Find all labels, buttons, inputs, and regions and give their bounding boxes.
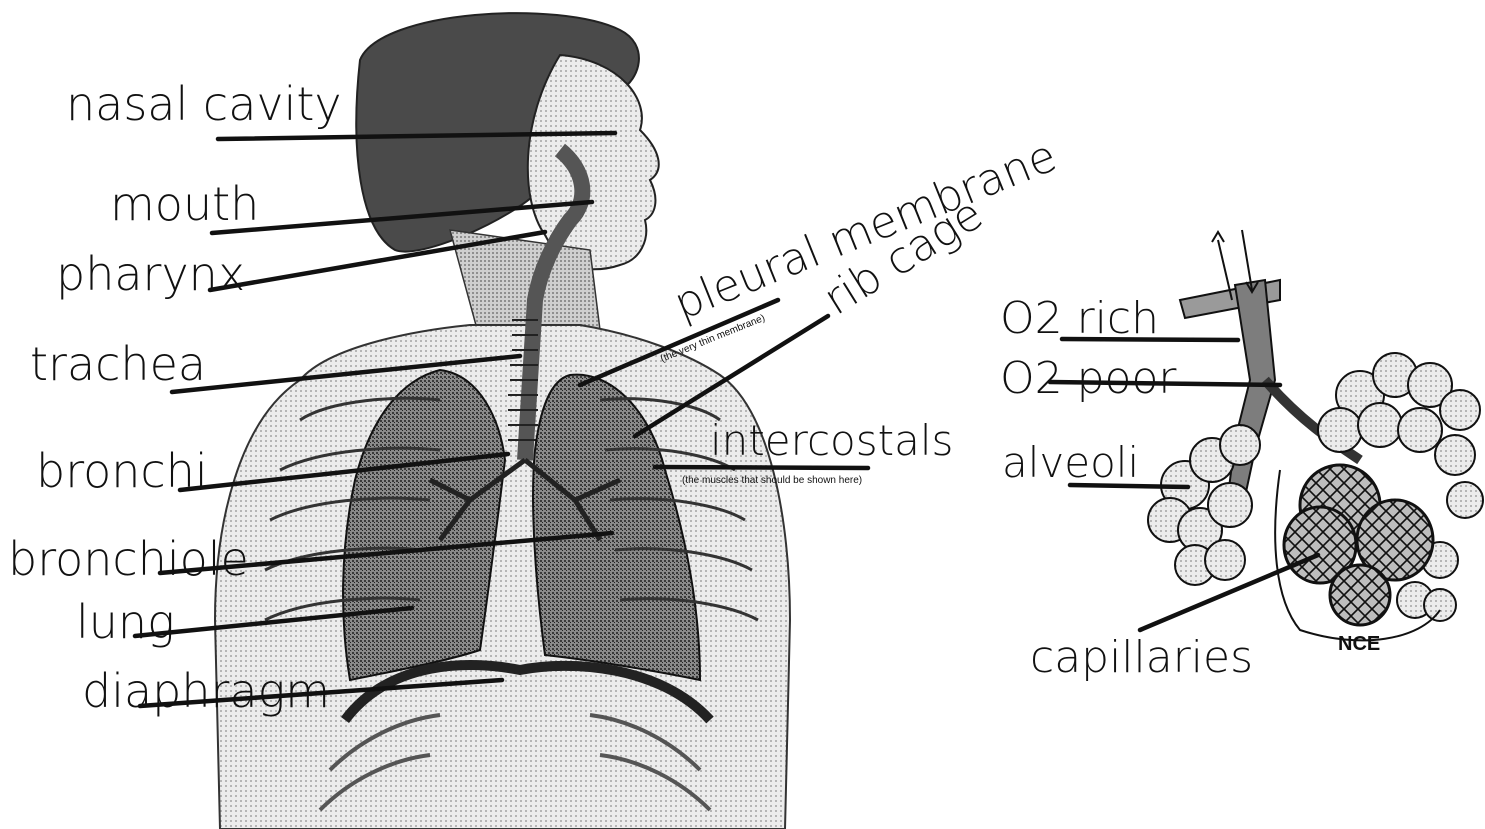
- torso: [215, 325, 790, 829]
- watermark-fragment: NCE: [1338, 633, 1380, 655]
- leader-o2-poor: [1050, 382, 1280, 385]
- face: [528, 55, 659, 269]
- leader-alveoli: [1070, 485, 1188, 487]
- alveolus-cluster-left: [1148, 425, 1260, 585]
- alveoli-illustration: NCE: [1148, 230, 1483, 655]
- label-capillaries: capillaries: [1030, 632, 1253, 683]
- label-o2-rich: O2 rich: [1000, 293, 1159, 344]
- label-pharynx: pharynx: [56, 247, 245, 301]
- label-diaphragm: diaphragm: [82, 664, 330, 718]
- label-o2-poor: O2 poor: [1000, 353, 1177, 404]
- label-intercostals: intercostals: [710, 416, 953, 465]
- label-trachea: trachea: [30, 337, 206, 391]
- label-alveoli: alveoli: [1002, 438, 1139, 487]
- label-bronchiole: bronchiole: [8, 532, 249, 586]
- label-lung: lung: [76, 595, 175, 649]
- label-nasal-cavity: nasal cavity: [66, 77, 342, 131]
- label-mouth: mouth: [110, 177, 259, 231]
- note-intercostals: (the muscles that should be shown here): [682, 475, 862, 486]
- leader-o2-rich: [1062, 339, 1238, 340]
- leader-intercostals: [655, 467, 868, 468]
- note-pleural-membrane: (the very thin membrane): [659, 313, 767, 365]
